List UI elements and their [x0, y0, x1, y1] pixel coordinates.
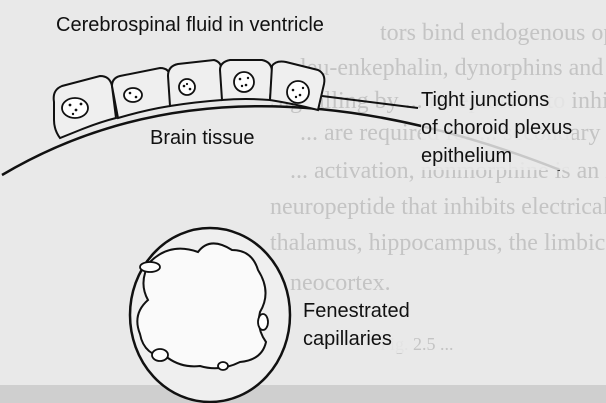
background-text-line: tors bind endogenous opiate peptides [380, 20, 606, 46]
fenestration [140, 262, 160, 272]
cell-nucleus [179, 79, 195, 95]
tight-junctions-label: Tight junctions of choroid plexus epithe… [421, 86, 572, 170]
csf-label: Cerebrospinal fluid in ventricle [56, 13, 324, 38]
background-text-line: neuropeptide that inhibits electrical ac… [270, 194, 606, 220]
fenestration [218, 362, 228, 370]
background-text-line: leu-enkephalin, dynorphins and endorphin… [300, 55, 606, 81]
cell-nucleus [287, 81, 309, 103]
tight-junctions-line: epithelium [421, 142, 572, 170]
fenestration [152, 349, 168, 361]
epithelial-cell [168, 60, 222, 106]
cell-nucleus [62, 98, 88, 118]
background-text-line: neocortex. [290, 270, 391, 296]
fenestrated-line: capillaries [303, 325, 410, 353]
fenestrated-capillaries-label: Fenestrated capillaries [303, 297, 410, 353]
fenestrated-line: Fenestrated [303, 297, 410, 325]
brain-tissue-label: Brain tissue [150, 126, 255, 151]
tight-junctions-line: of choroid plexus [421, 114, 572, 142]
page-bottom-strip [0, 385, 606, 403]
cell-nucleus [124, 88, 142, 102]
background-text-line: thalamus, hippocampus, the limbic system… [270, 230, 606, 256]
fenestration [258, 314, 268, 330]
cell-nucleus [234, 72, 254, 92]
tight-junctions-line: Tight junctions [421, 86, 572, 114]
fenestrated-capillary [130, 228, 290, 402]
